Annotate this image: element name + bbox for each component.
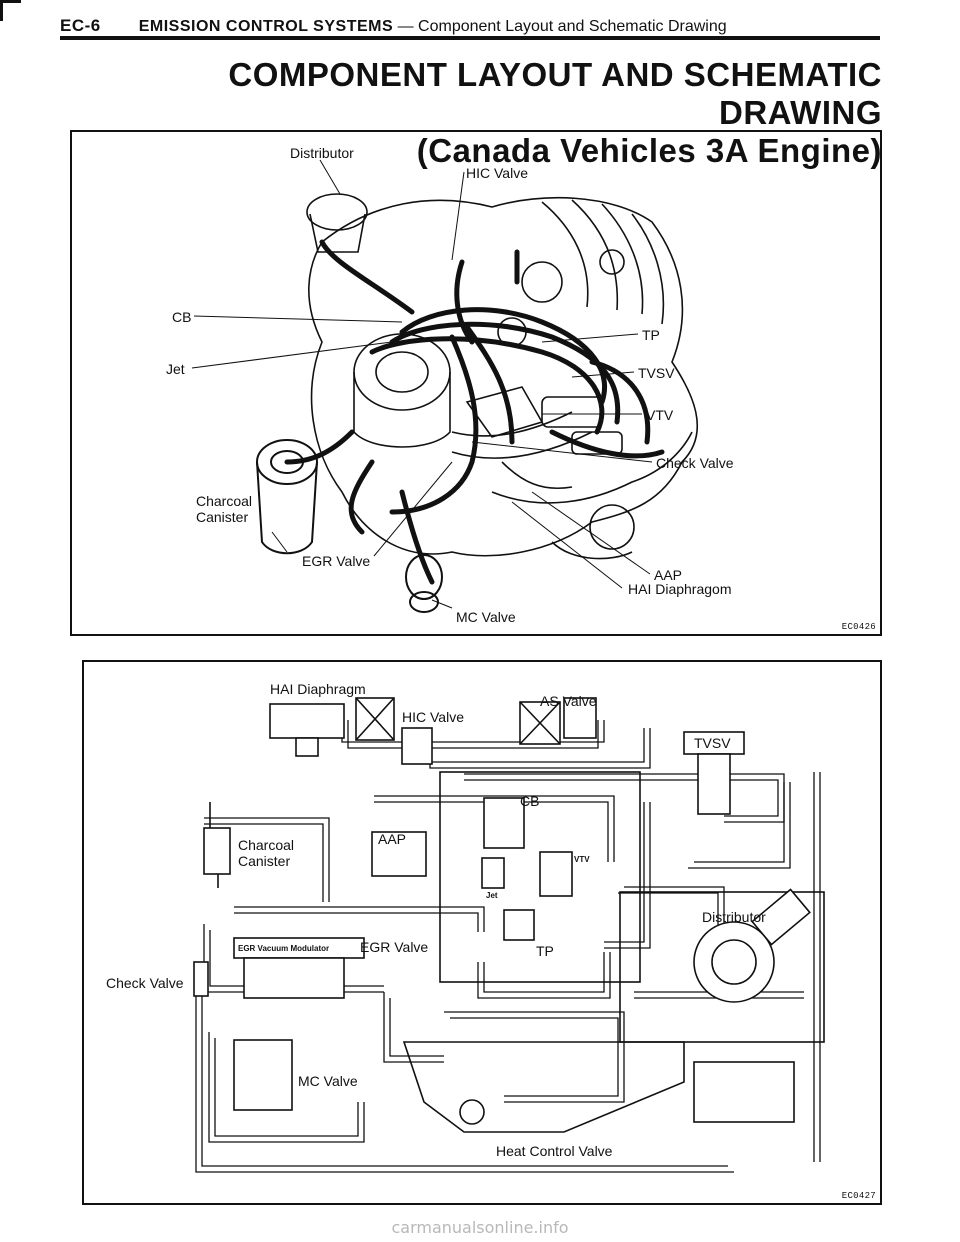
layout-figure-code: EC0426	[841, 622, 876, 632]
component-layout-figure: Distributor HIC Valve CB Jet TP TVSV VTV…	[70, 130, 882, 636]
schematic-label-mc-valve: MC Valve	[298, 1073, 358, 1089]
schematic-label-egr-valve: EGR Valve	[360, 939, 428, 955]
schematic-label-vtv: VTV	[574, 855, 590, 864]
schematic-figure: HAI Diaphragm AS Valve HIC Valve TVSV CB…	[82, 660, 882, 1205]
vacuum-hoses	[284, 239, 665, 585]
section-title-sub: — Component Layout and Schematic Drawing	[393, 18, 727, 35]
schematic-check-valve	[193, 961, 209, 997]
page-code: EC-6	[60, 16, 101, 35]
layout-label-charcoal: Charcoal	[196, 493, 252, 509]
charcoal-canister-shape	[256, 439, 318, 555]
page-title-line2: (Canada Vehicles 3A Engine)	[416, 132, 882, 169]
schematic-egr-valve-body	[243, 957, 345, 999]
schematic-hai-diaphragm-stem	[295, 737, 319, 757]
schematic-components	[193, 697, 825, 1133]
schematic-vtv-body	[539, 851, 573, 897]
layout-label-canister: Canister	[196, 509, 248, 525]
watermark: carmanualsonline.info	[391, 1218, 569, 1237]
layout-label-mc-valve: MC Valve	[456, 609, 516, 625]
layout-label-tp: TP	[642, 327, 660, 343]
schematic-distributor-frame	[619, 891, 825, 1043]
engine-illustration	[306, 193, 698, 560]
schematic-mc-valve-body	[233, 1039, 293, 1111]
schematic-distributor-vacuum-unit	[751, 888, 811, 946]
layout-label-check-valve: Check Valve	[656, 455, 734, 471]
section-title: EMISSION CONTROL SYSTEMS — Component Lay…	[139, 18, 727, 36]
layout-label-vtv: VTV	[646, 407, 674, 423]
schematic-heat-control-valve	[459, 1099, 485, 1125]
schematic-exhaust-manifold	[402, 1041, 685, 1133]
schematic-label-tp: TP	[536, 943, 554, 959]
schematic-cylinder-block	[693, 1061, 795, 1123]
schematic-aap-body	[371, 831, 427, 877]
engine-layout-drawing: Distributor HIC Valve CB Jet TP TVSV VTV…	[166, 145, 734, 625]
schematic-label-canister: Canister	[238, 853, 290, 869]
schematic-jet-body	[481, 857, 505, 889]
layout-label-hic-valve: HIC Valve	[466, 165, 528, 181]
layout-label-cb: CB	[172, 309, 191, 325]
page-title-line1: COMPONENT LAYOUT AND SCHEMATIC DRAWING	[228, 56, 882, 131]
schematic-tvsv-body	[697, 753, 731, 815]
schematic-figure-code: EC0427	[841, 1191, 876, 1201]
schematic-hic-valve-body	[401, 727, 433, 765]
schematic-label-as-valve: AS Valve	[540, 693, 597, 709]
schematic-label-charcoal: Charcoal	[238, 837, 294, 853]
schematic-charcoal-canister	[203, 827, 231, 875]
section-title-main: EMISSION CONTROL SYSTEMS	[138, 18, 394, 35]
layout-label-egr-valve: EGR Valve	[302, 553, 370, 569]
leader-lines	[191, 159, 653, 609]
schematic-cb-body	[483, 797, 525, 849]
running-header: EC-6 EMISSION CONTROL SYSTEMS — Componen…	[60, 14, 880, 40]
schematic-carburetor-body	[439, 771, 641, 983]
schematic-label-heat-control-valve: Heat Control Valve	[496, 1143, 613, 1159]
schematic-label-check-valve: Check Valve	[106, 975, 184, 991]
schematic-label-distributor: Distributor	[702, 909, 766, 925]
schematic-tp-body	[503, 909, 535, 941]
page-corner-mark	[0, 0, 21, 21]
layout-label-tvsv: TVSV	[638, 365, 675, 381]
schematic-label-jet: Jet	[486, 891, 498, 900]
schematic-label-hai-diaphragm: HAI Diaphragm	[270, 681, 366, 697]
schematic-label-egr-vacuum-modulator: EGR Vacuum Modulator	[238, 944, 329, 953]
schematic-label-cb: CB	[520, 793, 539, 809]
schematic-hai-diaphragm-box	[269, 703, 345, 739]
page-title: COMPONENT LAYOUT AND SCHEMATIC DRAWING (…	[170, 56, 882, 170]
vacuum-schematic-drawing: HAI Diaphragm AS Valve HIC Valve TVSV CB…	[106, 681, 825, 1173]
layout-label-aap: AAP	[654, 567, 682, 583]
layout-label-jet: Jet	[166, 361, 185, 377]
layout-label-distributor: Distributor	[290, 145, 354, 161]
schematic-label-aap: AAP	[378, 831, 406, 847]
schematic-label-hic-valve: HIC Valve	[402, 709, 464, 725]
schematic-as-valve-body	[563, 697, 597, 739]
schematic-distributor-cap	[711, 939, 757, 985]
schematic-label-tvsv: TVSV	[694, 735, 731, 751]
layout-label-hai-diaphragom: HAI Diaphragom	[628, 581, 732, 597]
